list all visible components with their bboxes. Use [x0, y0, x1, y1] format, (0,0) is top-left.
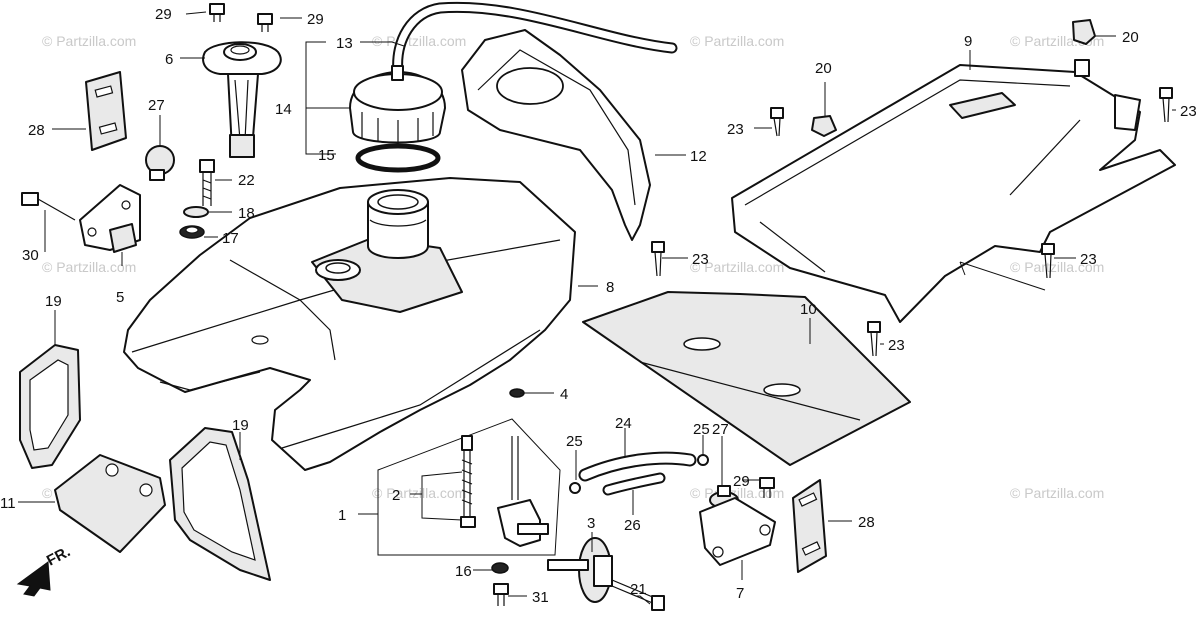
callout-31: 31 — [532, 589, 549, 606]
callout-1: 1 — [338, 507, 346, 524]
part-20-grommet — [811, 115, 837, 137]
callout-5: 5 — [116, 289, 124, 306]
part-22-bolt — [199, 159, 215, 206]
part-7-bracket — [699, 497, 776, 566]
callout-19: 19 — [45, 293, 62, 310]
part-19-cushion-right — [169, 427, 271, 581]
callout-17: 17 — [222, 230, 239, 247]
part-20-grommet — [1072, 19, 1096, 45]
part-13-breather-tube — [392, 1, 678, 78]
callout-23: 23 — [692, 251, 709, 268]
callout-16: 16 — [455, 563, 472, 580]
part-3-lever — [547, 537, 613, 603]
callout-20: 20 — [1122, 29, 1139, 46]
watermark: © Partzilla.com — [1010, 259, 1104, 275]
part-29-bolt — [759, 477, 775, 498]
callout-6: 6 — [165, 51, 173, 68]
callout-25: 25 — [566, 433, 583, 450]
callout-24: 24 — [615, 415, 632, 432]
part-25-clip — [569, 482, 581, 494]
callout-25: 25 — [693, 421, 710, 438]
watermark: © Partzilla.com — [372, 485, 466, 501]
watermark: © Partzilla.com — [42, 259, 136, 275]
callout-22: 22 — [238, 172, 255, 189]
watermark: © Partzilla.com — [372, 33, 466, 49]
callout-10: 10 — [800, 301, 817, 318]
part-19-cushion-left — [19, 344, 81, 469]
part-15-gasket — [355, 143, 441, 173]
part-23-pin — [1041, 243, 1055, 279]
callout-13: 13 — [336, 35, 353, 52]
part-9-cover — [731, 59, 1176, 323]
watermark: © Partzilla.com — [42, 33, 136, 49]
part-30-bolt — [21, 192, 76, 221]
part-24-fuel-hose — [578, 451, 697, 482]
callout-29: 29 — [155, 6, 172, 23]
part-11-bracket — [54, 454, 166, 553]
part-27-cushion — [145, 145, 175, 181]
part-26-hose — [602, 472, 666, 496]
part-23-pin — [867, 321, 881, 357]
part-21-screw — [611, 579, 665, 611]
part-28-strap-left — [85, 71, 127, 151]
callouts: 29 29 6 13 14 15 27 28 22 18 17 5 30 8 4… — [0, 6, 1197, 606]
part-17-nut — [179, 225, 205, 239]
callout-23: 23 — [727, 121, 744, 138]
part-8-fuel-tank — [123, 177, 576, 471]
callout-9: 9 — [964, 33, 972, 50]
callout-23: 23 — [1080, 251, 1097, 268]
callout-4: 4 — [560, 386, 568, 403]
part-10-mat — [582, 291, 911, 466]
part-16-screw — [491, 562, 509, 574]
watermark: © Partzilla.com — [690, 33, 784, 49]
callout-27: 27 — [148, 97, 165, 114]
part-25-clip-right — [697, 454, 709, 466]
part-14-fuel-cap — [349, 65, 446, 146]
callout-11: 11 — [0, 495, 16, 512]
callout-12: 12 — [690, 148, 707, 165]
callout-29: 29 — [307, 11, 324, 28]
part-1-fuel-valve — [377, 418, 561, 556]
part-18-washer — [183, 206, 209, 218]
callout-20: 20 — [815, 60, 832, 77]
callout-27: 27 — [712, 421, 729, 438]
callout-19: 19 — [232, 417, 249, 434]
leader-lines — [18, 11, 1176, 605]
part-31-screw — [493, 583, 509, 606]
callout-8: 8 — [606, 279, 614, 296]
part-29-bolt — [209, 3, 225, 22]
part-12-holder — [461, 29, 651, 241]
watermark: © Partzilla.com — [690, 259, 784, 275]
callout-14: 14 — [275, 101, 292, 118]
callout-3: 3 — [587, 515, 595, 532]
part-5-bracket — [79, 184, 141, 253]
callout-26: 26 — [624, 517, 641, 534]
callout-23: 23 — [1180, 103, 1197, 120]
callout-28: 28 — [858, 514, 875, 531]
callout-29: 29 — [733, 473, 750, 490]
part-23-pin — [651, 241, 665, 277]
part-23-pin — [770, 107, 784, 137]
callout-23: 23 — [888, 337, 905, 354]
part-23-pin — [1159, 87, 1173, 123]
callout-30: 30 — [22, 247, 39, 264]
callout-21: 21 — [630, 581, 647, 598]
watermark: © Partzilla.com — [1010, 485, 1104, 501]
part-29-bolt — [257, 13, 273, 32]
callout-7: 7 — [736, 585, 744, 602]
callout-28: 28 — [28, 122, 45, 139]
callout-18: 18 — [238, 205, 255, 222]
part-28-strap-right — [792, 479, 827, 573]
part-6-fuel-gauge — [202, 41, 282, 158]
front-direction-arrow: FR. — [16, 543, 73, 597]
callout-15: 15 — [318, 147, 335, 164]
callout-2: 2 — [392, 487, 400, 504]
